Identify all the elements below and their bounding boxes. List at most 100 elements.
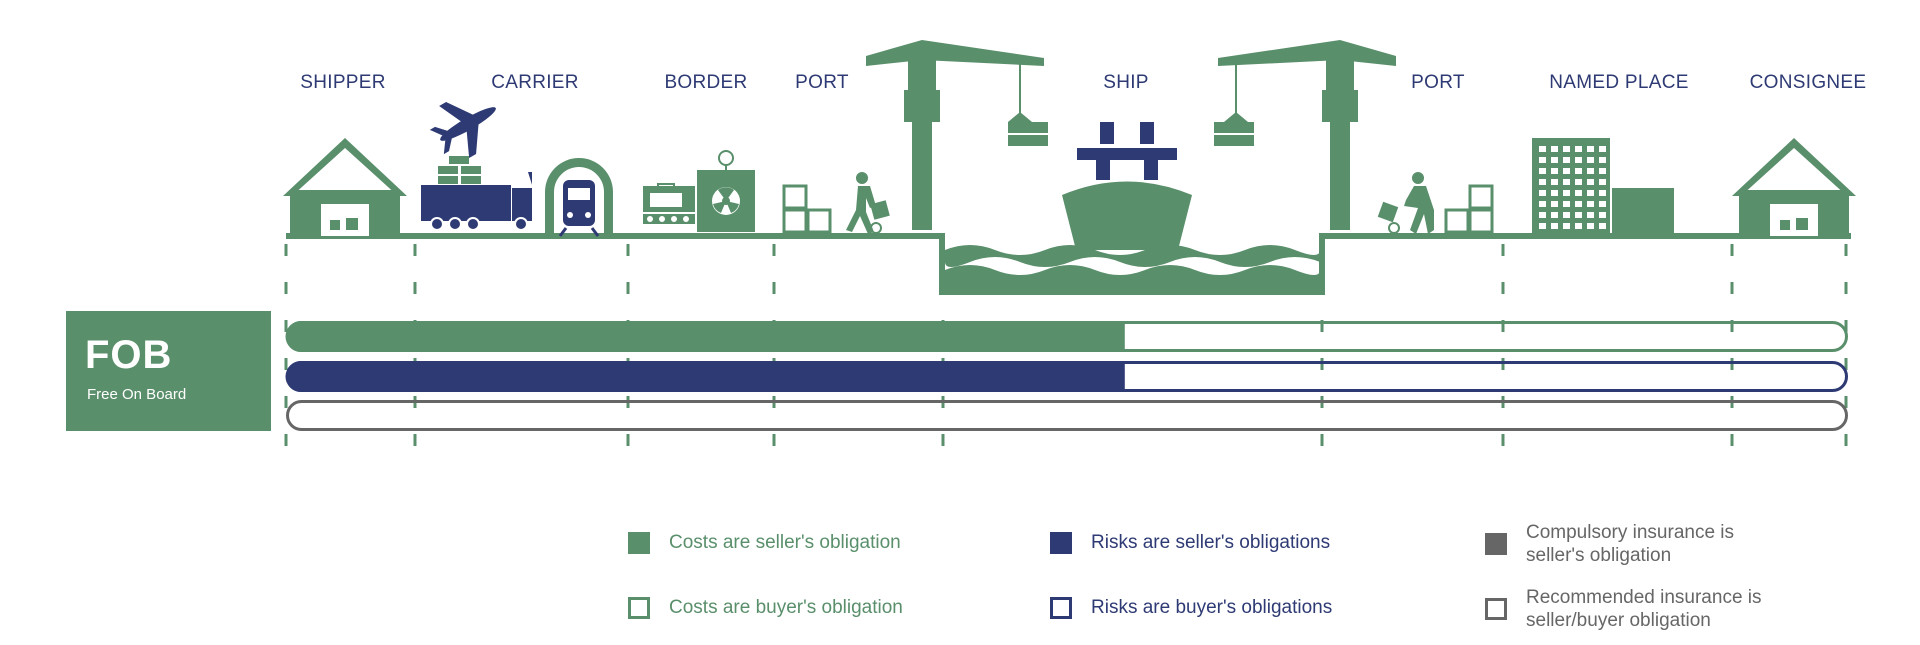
- stage-label-ship: SHIP: [1103, 72, 1149, 93]
- building-window: [1539, 201, 1546, 207]
- stage-label-carrier: CARRIER: [491, 72, 579, 93]
- swatch-outline-navy: [1050, 596, 1072, 619]
- building-window: [1587, 201, 1594, 207]
- building-window: [1575, 179, 1582, 185]
- building-window: [1551, 179, 1558, 185]
- shipper-warehouse-icon: [283, 138, 407, 236]
- building-window: [1599, 212, 1606, 218]
- building-window: [1551, 157, 1558, 163]
- stage-label-shipper: SHIPPER: [300, 72, 386, 93]
- bar-costs-outline: [286, 321, 1848, 352]
- building-window: [1575, 190, 1582, 196]
- legend-item-costs-seller: Costs are seller's obligation: [628, 531, 944, 554]
- swatch-outline-green: [628, 596, 650, 619]
- legend-text: Risks are buyer's obligations: [1091, 597, 1333, 618]
- truck-icon: [421, 156, 533, 231]
- port-worker-left-icon: [782, 172, 890, 234]
- swatch-filled-green: [628, 531, 650, 554]
- legend-text: Compulsory insurance is seller's obligat…: [1526, 522, 1735, 566]
- building-window: [1563, 190, 1570, 196]
- building-window: [1539, 168, 1546, 174]
- bar-costs-seller-fill: [285, 321, 1125, 352]
- building-window: [1575, 223, 1582, 229]
- bar-insurance-outline: [286, 400, 1848, 431]
- water-waves: [945, 245, 1320, 290]
- building-window: [1563, 157, 1570, 163]
- building-window: [1539, 223, 1546, 229]
- stage-label-port-origin: PORT: [795, 72, 849, 93]
- building-window: [1563, 146, 1570, 152]
- stage-label-port-destination: PORT: [1411, 72, 1465, 93]
- obligation-bars: [285, 321, 1848, 431]
- city-buildings-icon: [1532, 138, 1674, 234]
- building-window: [1563, 179, 1570, 185]
- swatch-filled-navy: [1050, 531, 1072, 554]
- ground-line: [286, 233, 1851, 295]
- building-window: [1575, 201, 1582, 207]
- building-window: [1563, 223, 1570, 229]
- building-window: [1599, 157, 1606, 163]
- building-window: [1575, 168, 1582, 174]
- building-window: [1587, 190, 1594, 196]
- bar-risks-outline: [286, 361, 1848, 392]
- crane-left-icon: [866, 40, 1048, 230]
- bar-risks: [285, 361, 1848, 392]
- airplane-icon: [429, 102, 496, 158]
- building-window: [1587, 212, 1594, 218]
- ship-icon: [1062, 122, 1192, 250]
- building-window: [1599, 168, 1606, 174]
- legend-text: Recommended insurance is seller/buyer ob…: [1526, 587, 1762, 631]
- crane-right-icon: [1214, 40, 1396, 230]
- building-window: [1575, 146, 1582, 152]
- swatch-outline-gray: [1485, 598, 1507, 620]
- swatch-filled-gray: [1485, 533, 1507, 555]
- building-window: [1575, 212, 1582, 218]
- stage-label-named-place: NAMED PLACE: [1549, 72, 1689, 93]
- building-window: [1563, 212, 1570, 218]
- building-window: [1599, 179, 1606, 185]
- legend-text: Costs are seller's obligation: [669, 532, 901, 553]
- building-window: [1587, 223, 1594, 229]
- stage-label-border: BORDER: [664, 72, 748, 93]
- legend-text: Costs are buyer's obligation: [669, 597, 903, 618]
- building-window: [1599, 201, 1606, 207]
- legend-item-risks-buyer: Risks are buyer's obligations: [1050, 596, 1366, 619]
- building-window: [1551, 201, 1558, 207]
- building-window: [1575, 157, 1582, 163]
- building-window: [1551, 212, 1558, 218]
- building-window: [1539, 179, 1546, 185]
- building-window: [1587, 157, 1594, 163]
- building-window: [1551, 190, 1558, 196]
- building-window: [1551, 223, 1558, 229]
- building-window: [1551, 146, 1558, 152]
- legend-item-costs-buyer: Costs are buyer's obligation: [628, 596, 944, 619]
- building-window: [1539, 212, 1546, 218]
- legend-item-recommended-insurance: Recommended insurance is seller/buyer ob…: [1485, 586, 1786, 632]
- incoterm-name: Free On Board: [87, 386, 187, 403]
- building-window: [1563, 168, 1570, 174]
- bar-risks-seller-fill: [285, 361, 1125, 392]
- building-window: [1563, 201, 1570, 207]
- building-window: [1587, 146, 1594, 152]
- building-window: [1539, 190, 1546, 196]
- legend-text: Risks are seller's obligations: [1091, 532, 1331, 553]
- legend-item-risks-seller: Risks are seller's obligations: [1050, 531, 1366, 554]
- bar-insurance: [286, 400, 1848, 431]
- luggage-scanner-icon: [643, 150, 755, 232]
- train-icon: [545, 158, 613, 237]
- building-window: [1587, 168, 1594, 174]
- legend-item-compulsory-insurance: Compulsory insurance is seller's obligat…: [1485, 521, 1786, 567]
- consignee-warehouse-icon: [1732, 138, 1856, 236]
- port-worker-right-icon: [1377, 172, 1494, 234]
- building-window: [1599, 190, 1606, 196]
- incoterm-badge: FOB Free On Board: [66, 311, 271, 431]
- bar-costs: [285, 321, 1848, 352]
- building-window: [1599, 223, 1606, 229]
- building-window: [1539, 157, 1546, 163]
- building-window: [1551, 168, 1558, 174]
- building-window: [1587, 179, 1594, 185]
- building-window: [1539, 146, 1546, 152]
- stage-label-consignee: CONSIGNEE: [1749, 72, 1867, 93]
